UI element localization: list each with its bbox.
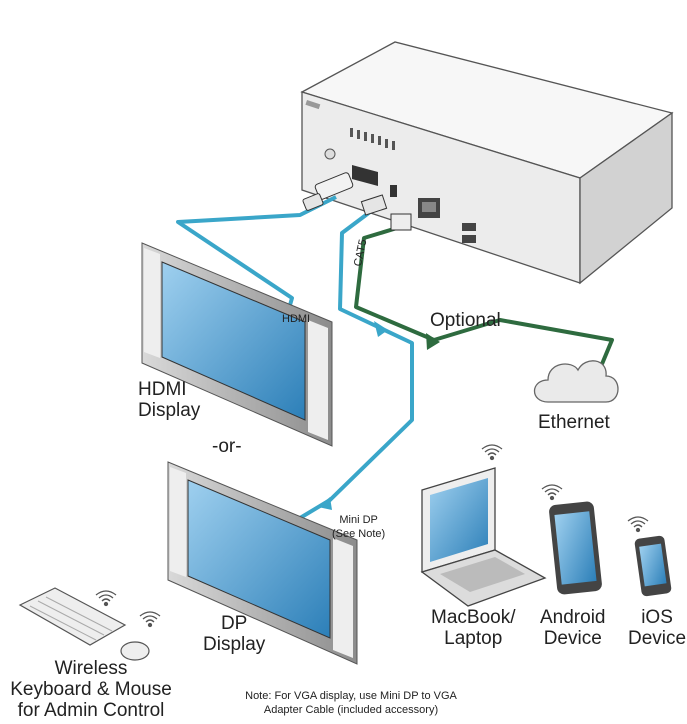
main-unit xyxy=(300,41,674,285)
macbook-label: MacBook/ Laptop xyxy=(431,607,516,649)
mini-dp-label: Mini DP (See Note) xyxy=(332,514,386,541)
optional-label: Optional xyxy=(430,310,501,331)
laptop xyxy=(420,467,547,607)
mouse xyxy=(120,641,150,661)
rj45-plug xyxy=(390,213,412,231)
vga-note: Note: For VGA display, use Mini DP to VG… xyxy=(245,690,457,717)
dp-display-label: DP Display xyxy=(203,613,266,655)
wireless-icon xyxy=(95,444,649,628)
keyboard-label: Wireless Keyboard & Mouse for Admin Cont… xyxy=(10,658,172,721)
or-label: -or- xyxy=(212,436,242,457)
hdmi-cable-label: HDMI xyxy=(282,313,311,325)
ios-label: iOS Device xyxy=(628,607,687,649)
android-label: Android Device xyxy=(540,607,606,649)
ethernet-label: Ethernet xyxy=(538,412,610,433)
android-tablet xyxy=(549,501,602,595)
hdmi-display xyxy=(141,242,333,447)
ios-phone xyxy=(634,535,672,597)
keyboard xyxy=(18,587,127,646)
hdmi-plug xyxy=(302,172,354,211)
ethernet-cloud xyxy=(533,360,619,403)
mini-dp-plug xyxy=(360,194,388,216)
dp-display xyxy=(167,461,358,665)
hdmi-display-label: HDMI Display xyxy=(138,379,201,421)
